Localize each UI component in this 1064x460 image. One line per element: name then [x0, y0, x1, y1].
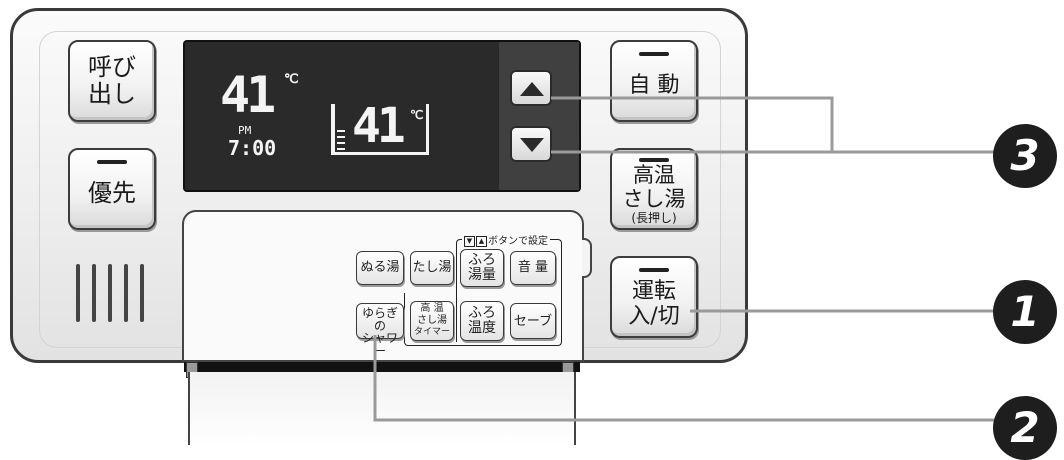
hinge-strip: [184, 362, 580, 372]
sound-volume-button[interactable]: 音 量: [510, 251, 556, 285]
down-arrow-icon: ▼: [464, 235, 475, 247]
up-arrow-icon: [520, 82, 544, 96]
fluctuating-shower-label: ゆらぎの シャワー: [361, 306, 398, 358]
speaker-vent: [76, 264, 80, 322]
water-temperature-readout: 41: [220, 66, 276, 124]
lcd-display: [183, 40, 581, 192]
settings-hint: ▼▲ボタンで設定: [462, 232, 550, 247]
settings-bracket-lower: [404, 293, 562, 346]
call-button[interactable]: 呼び 出し: [68, 40, 156, 122]
up-arrow-icon: ▲: [476, 235, 487, 247]
lukewarm-label: ぬる湯: [360, 260, 400, 275]
add-water-label: たし湯: [412, 260, 452, 275]
leader-lines: [373, 96, 1000, 422]
callout-1: 1: [993, 280, 1057, 344]
bath-volume-button[interactable]: ふろ 湯量: [460, 249, 504, 287]
bath-level-ticks: [337, 130, 345, 150]
hot-water-add-note: (長押し): [631, 211, 677, 225]
speaker-vent: [140, 264, 144, 322]
settings-hint-text: ボタンで設定: [488, 236, 548, 247]
hot-add-timer-button[interactable]: 高 温 さし湯 タイマー: [410, 301, 454, 341]
priority-button[interactable]: 優先: [68, 148, 156, 230]
priority-indicator: [97, 160, 127, 164]
power-indicator: [639, 268, 669, 272]
speaker-vent: [108, 264, 112, 322]
hot-water-add-button[interactable]: 高温 さし湯 (長押し): [610, 148, 698, 230]
bath-bracket-right: [426, 104, 429, 155]
lcd-side-strip: [499, 42, 579, 190]
lower-flap: [188, 372, 576, 445]
bath-temperature-button[interactable]: ふろ 温度: [460, 301, 504, 341]
hot-add-timer-line1: 高 温: [420, 303, 444, 314]
hot-add-timer-line2: さし湯: [417, 315, 447, 326]
down-arrow-icon: [520, 138, 544, 152]
callout-2: 2: [993, 396, 1057, 460]
hot-water-add-indicator: [639, 158, 669, 162]
lukewarm-button[interactable]: ぬる湯: [356, 251, 404, 285]
power-button[interactable]: 運転 入/切: [610, 256, 698, 338]
clock-readout: 7:00: [228, 136, 277, 160]
up-button[interactable]: [510, 70, 552, 106]
priority-button-label: 優先: [88, 179, 136, 207]
hot-water-add-label: 高温 さし湯: [622, 163, 686, 211]
bath-volume-label: ふろ 湯量: [468, 252, 496, 283]
bath-temperature-readout: 41: [352, 98, 406, 154]
speaker-vent: [92, 264, 96, 322]
bath-level-bar: [331, 104, 335, 154]
call-button-label: 呼び 出し: [88, 53, 136, 108]
auto-button[interactable]: 自 動: [610, 40, 698, 122]
hot-add-timer-line3: タイマー: [413, 327, 450, 337]
add-water-button[interactable]: たし湯: [410, 251, 454, 285]
bath-temperature-label: ふろ 温度: [468, 305, 496, 336]
save-button[interactable]: セーブ: [510, 303, 556, 339]
power-button-label: 運転 入/切: [628, 279, 680, 329]
auto-indicator: [639, 52, 669, 56]
speaker-vent: [124, 264, 128, 322]
bath-temperature-unit: ℃: [410, 108, 424, 122]
sound-volume-label: 音 量: [517, 260, 549, 275]
water-temperature-unit: ℃: [284, 72, 299, 87]
save-label: セーブ: [513, 314, 553, 329]
fluctuating-shower-button[interactable]: ゆらぎの シャワー: [356, 303, 404, 357]
cover-tab: [582, 238, 592, 278]
bath-bracket-line: [331, 152, 429, 155]
auto-button-label: 自 動: [628, 73, 680, 98]
pm-indicator: PM: [238, 124, 252, 137]
callout-3: 3: [993, 124, 1057, 188]
down-button[interactable]: [510, 126, 552, 162]
